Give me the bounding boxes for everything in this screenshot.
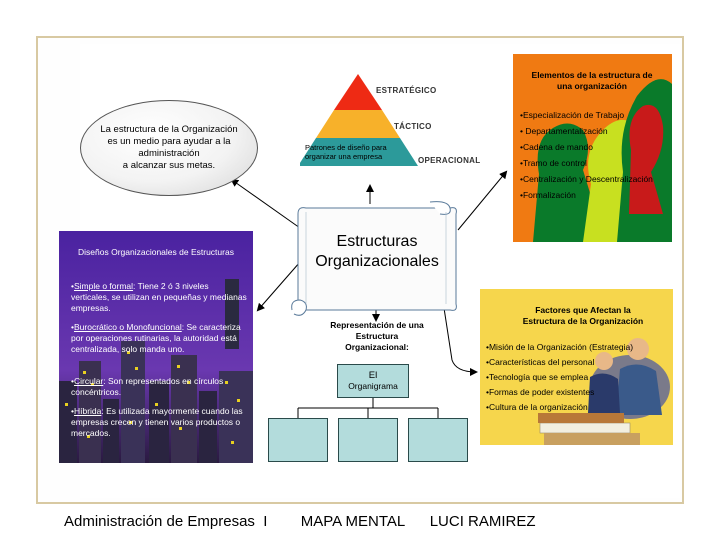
list-item: •Características del personal xyxy=(486,357,595,367)
level-tactical: TÁCTICO xyxy=(394,122,432,131)
pyramid-graphic xyxy=(298,74,418,166)
elements-list: •Especialización de Trabajo • Departamen… xyxy=(520,110,670,206)
structure-purpose-oval: La estructura de la Organización es un m… xyxy=(80,100,258,196)
central-scroll xyxy=(291,201,457,316)
list-item: •Formas de poder existentes xyxy=(486,387,595,397)
design-bureaucratic: •Burocrático o Monofuncional: Se caracte… xyxy=(71,322,241,354)
arrow-to-factors xyxy=(439,281,478,376)
level-operational: OPERACIONAL xyxy=(418,156,481,165)
footer-author: LUCI RAMIREZ xyxy=(429,513,536,530)
org-chart-top-box: El Organigrama xyxy=(337,364,409,398)
factors-list: •Misión de la Organización (Estrategia) … xyxy=(486,342,636,417)
design-circular: •Circular: Son representados en círculos… xyxy=(71,376,224,397)
org-chart-child-box xyxy=(338,418,398,462)
design-simple-term: Simple o formal xyxy=(73,281,134,291)
business-people-icon xyxy=(538,338,670,445)
pyramid-top xyxy=(334,74,382,110)
oval-text: La estructura de la Organización es un m… xyxy=(100,124,238,171)
org-top-line2: Organigrama xyxy=(348,381,398,391)
elements-title: Elementos de la estructura de una organi… xyxy=(531,70,653,91)
org-chart-child-box xyxy=(408,418,468,462)
footer: Administración de Empresas I MAPA MENTAL… xyxy=(64,513,536,530)
design-hib-term: Híbrida xyxy=(73,406,102,416)
central-title: Estructuras Organizacionales xyxy=(298,232,456,272)
design-buro-desc: : Se caracteriza por operaciones rutinar… xyxy=(71,322,241,354)
representation-title: Representación de una Estructura Organiz… xyxy=(330,320,424,352)
list-item: •Formalización xyxy=(520,190,576,200)
list-item: •Misión de la Organización (Estrategia) xyxy=(486,342,634,352)
designs-box: Diseños Organizacionales de Estructuras … xyxy=(59,231,253,463)
hierarchy-pyramid: ESTRATÉGICO TÁCTICO OPERACIONAL xyxy=(298,72,500,182)
list-item: •Especialización de Trabajo xyxy=(520,110,625,120)
designs-title: Diseños Organizacionales de Estructuras xyxy=(78,247,234,257)
footer-course: Administración de Empresas I xyxy=(64,513,268,530)
list-item: •Tramo de control xyxy=(520,158,587,168)
elements-box: Elementos de la estructura de una organi… xyxy=(513,54,672,242)
design-buro-term: Burocrático o Monofuncional xyxy=(73,322,182,332)
design-circ-term: Circular xyxy=(73,376,104,386)
city-skyline-icon xyxy=(59,231,253,463)
central-title-line1: Estructuras xyxy=(336,233,418,250)
pyramid-middle xyxy=(316,110,400,138)
design-circ-desc: : Son representados en círculos concéntr… xyxy=(71,376,224,397)
design-hybrid: •Híbrida: Es utilizada mayormente cuando… xyxy=(71,406,243,438)
list-item: •Cultura de la organización xyxy=(486,402,588,412)
pyramid-bottom xyxy=(298,138,418,166)
list-item: •Tecnología que se emplea xyxy=(486,372,589,382)
list-item: •Centralización y Descentralización xyxy=(520,174,653,184)
design-hib-desc: : Es utilizada mayormente cuando las emp… xyxy=(71,406,243,438)
arrow-to-designs xyxy=(256,261,301,312)
org-chart-child-box xyxy=(268,418,328,462)
list-item: •Cadena de mando xyxy=(520,142,593,152)
factors-box: Factores que Afectan la Estructura de la… xyxy=(480,289,673,445)
arrow-to-elements xyxy=(457,170,508,231)
people-silhouettes-icon xyxy=(533,79,672,242)
level-strategic: ESTRATÉGICO xyxy=(376,86,437,95)
footer-topic: MAPA MENTAL xyxy=(300,513,405,530)
org-top-line1: El xyxy=(368,370,378,381)
pyramid-note: Patrones de diseño para organizar una em… xyxy=(305,143,387,161)
design-simple: •Simple o formal: Tiene 2 ó 3 niveles ve… xyxy=(71,281,247,313)
design-simple-desc: : Tiene 2 ó 3 niveles verticales, se uti… xyxy=(71,281,247,313)
factors-title: Factores que Afectan la Estructura de la… xyxy=(522,305,644,326)
arrow-to-oval xyxy=(230,178,301,229)
list-item: • Departamentalización xyxy=(520,126,608,136)
central-title-line2: Organizacionales xyxy=(315,253,439,270)
